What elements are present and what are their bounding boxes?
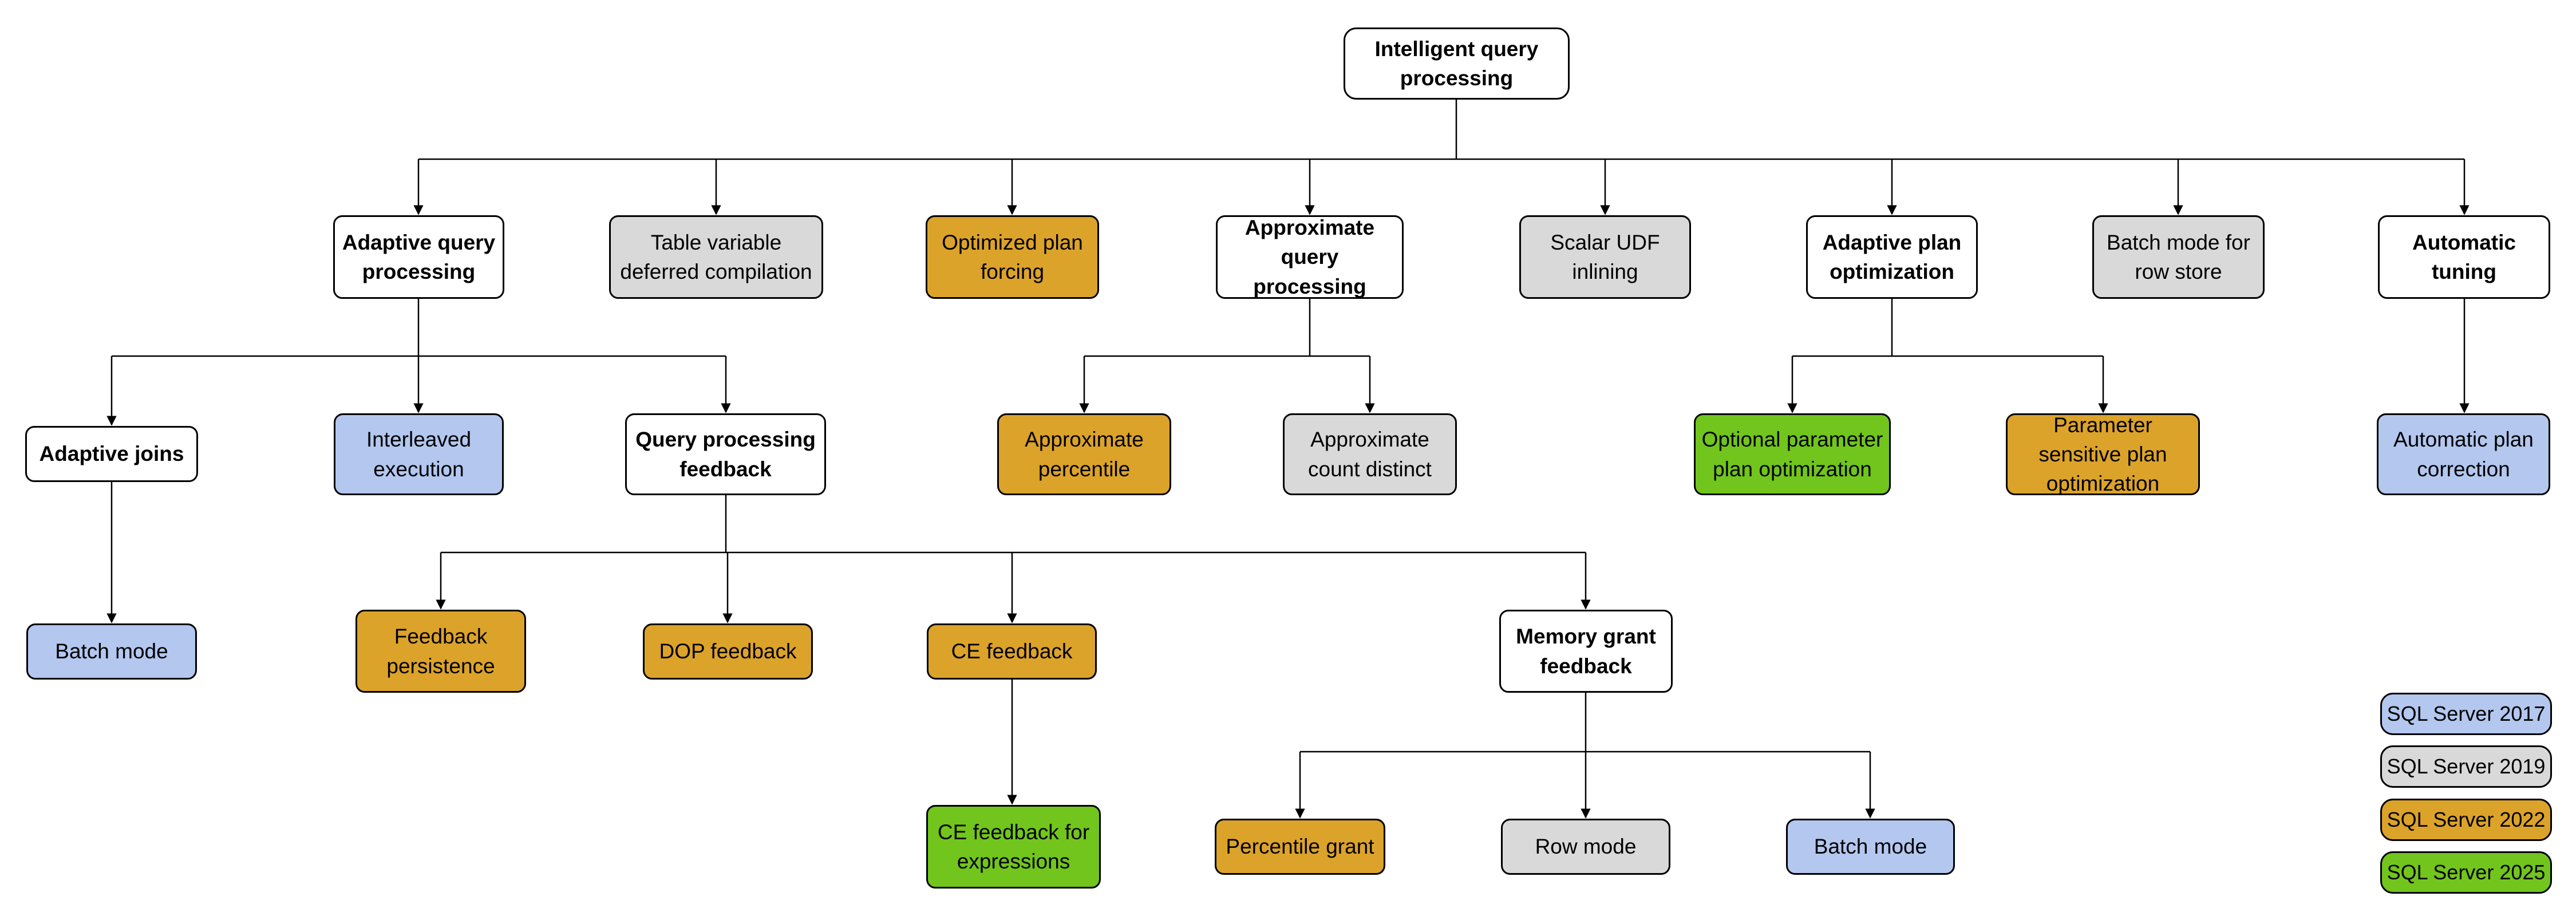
node-approximate-count-distinct: Approximate count distinct (1283, 413, 1457, 495)
legend-item-sql-server-2025: SQL Server 2025 (2380, 851, 2552, 894)
node-percentile-grant: Percentile grant (1215, 819, 1385, 875)
node-label: Approximate percentile (1025, 428, 1144, 481)
node-label: DOP feedback (659, 639, 797, 664)
node-label: Table variable deferred compilation (620, 230, 812, 283)
node-approximate-query-processing: Approximate query processing (1216, 215, 1404, 299)
node-ce-feedback-for-expressions: CE feedback for expressions (926, 805, 1101, 889)
node-optimized-plan-forcing: Optimized plan forcing (926, 215, 1099, 299)
legend-item-sql-server-2022: SQL Server 2022 (2380, 799, 2552, 841)
node-batch-mode-memory-grant: Batch mode (1786, 819, 1955, 875)
node-approximate-percentile: Approximate percentile (997, 413, 1171, 495)
node-label: Query processing feedback (635, 428, 816, 481)
node-label: Batch mode for row store (2107, 230, 2250, 283)
node-label: Parameter sensitive plan optimization (2038, 413, 2167, 496)
node-intelligent-query-processing: Intelligent query processing (1344, 27, 1570, 100)
node-batch-mode-adaptive-joins: Batch mode (26, 623, 197, 680)
node-adaptive-joins: Adaptive joins (25, 426, 198, 482)
node-label: Scalar UDF inlining (1550, 230, 1660, 283)
node-label: Approximate count distinct (1308, 428, 1432, 481)
node-feedback-persistence: Feedback persistence (355, 610, 526, 693)
node-label: CE feedback for expressions (937, 820, 1090, 873)
legend-label: SQL Server 2017 (2387, 702, 2546, 725)
legend-item-sql-server-2019: SQL Server 2019 (2380, 745, 2552, 788)
node-scalar-udf-inlining: Scalar UDF inlining (1519, 215, 1691, 299)
node-label: Adaptive query processing (342, 230, 496, 283)
node-label: Interleaved execution (366, 428, 472, 481)
legend-label: SQL Server 2025 (2387, 860, 2546, 884)
node-label: Optimized plan forcing (942, 230, 1083, 283)
node-label: Memory grant feedback (1516, 625, 1656, 678)
node-label: Adaptive joins (39, 442, 184, 466)
node-optional-parameter-plan-optimization: Optional parameter plan optimization (1694, 413, 1891, 495)
node-label: Automatic tuning (2412, 230, 2516, 283)
node-automatic-plan-correction: Automatic plan correction (2377, 413, 2550, 495)
node-automatic-tuning: Automatic tuning (2378, 215, 2550, 299)
node-table-variable-deferred-compilation: Table variable deferred compilation (609, 215, 823, 299)
node-row-mode: Row mode (1501, 819, 1670, 875)
node-dop-feedback: DOP feedback (643, 623, 813, 680)
node-label: Automatic plan correction (2393, 428, 2534, 481)
legend-label: SQL Server 2019 (2387, 755, 2546, 778)
node-parameter-sensitive-plan-optimization: Parameter sensitive plan optimization (2006, 413, 2200, 495)
node-ce-feedback: CE feedback (927, 623, 1097, 680)
legend-item-sql-server-2017: SQL Server 2017 (2380, 693, 2552, 735)
node-interleaved-execution: Interleaved execution (334, 413, 504, 495)
legend-label: SQL Server 2022 (2387, 808, 2546, 831)
node-label: Optional parameter plan optimization (1701, 428, 1883, 481)
node-label: Approximate query processing (1244, 216, 1375, 298)
node-label: Batch mode (55, 639, 168, 664)
node-label: Percentile grant (1226, 835, 1374, 859)
node-memory-grant-feedback: Memory grant feedback (1499, 610, 1673, 693)
node-adaptive-plan-optimization: Adaptive plan optimization (1806, 215, 1978, 299)
node-adaptive-query-processing: Adaptive query processing (333, 215, 504, 299)
node-label: CE feedback (951, 639, 1073, 664)
node-label: Intelligent query processing (1374, 37, 1539, 90)
node-label: Row mode (1535, 835, 1637, 859)
node-label: Adaptive plan optimization (1822, 230, 1962, 283)
node-label: Batch mode (1814, 835, 1927, 859)
node-label: Feedback persistence (386, 625, 495, 678)
node-query-processing-feedback: Query processing feedback (625, 413, 826, 495)
node-batch-mode-for-row-store: Batch mode for row store (2092, 215, 2265, 299)
